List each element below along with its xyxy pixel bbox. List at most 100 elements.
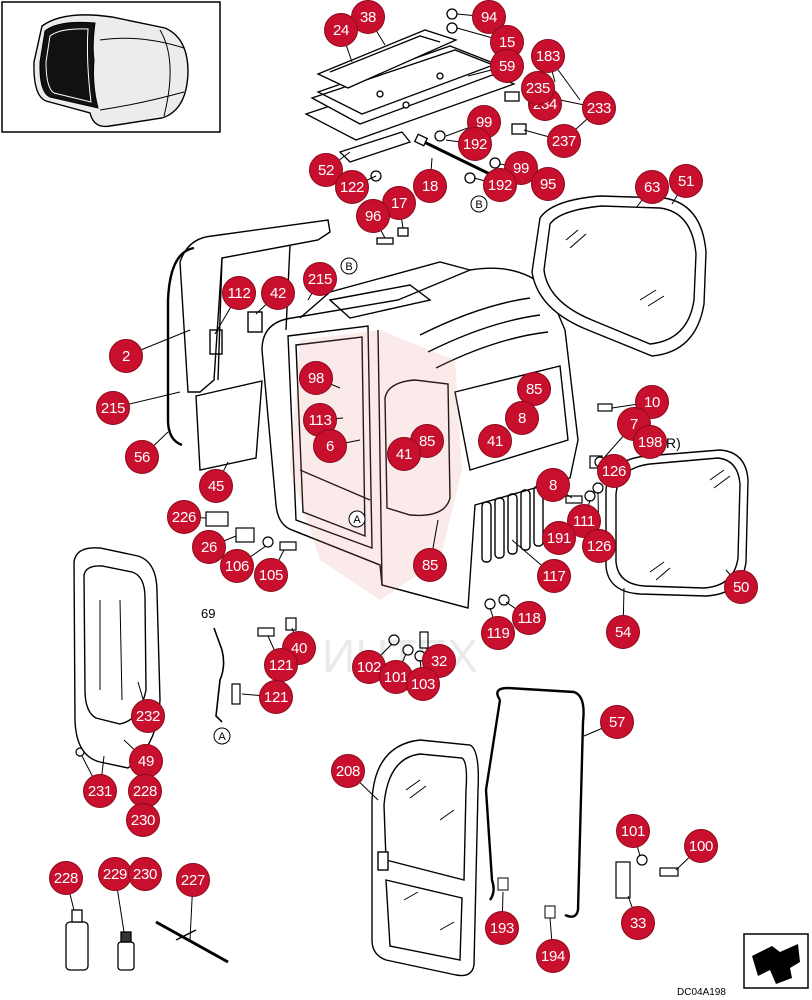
bracket-226 — [205, 511, 229, 527]
roof-hatch-assembly — [304, 8, 527, 245]
callout-226: 226 — [167, 500, 201, 534]
side-note: R) — [666, 435, 681, 451]
latch-237 — [511, 123, 527, 135]
bolt-121b — [231, 683, 241, 705]
callout-233: 233 — [582, 91, 616, 125]
callout-231: 231 — [83, 774, 117, 808]
callout-57: 57 — [600, 705, 634, 739]
washer-94 — [446, 8, 458, 20]
washer-126b — [592, 482, 604, 494]
side-window-51-63 — [531, 195, 707, 357]
washer-102 — [388, 634, 400, 646]
ref-letter: B — [475, 199, 482, 211]
ref-marker-a1: A — [348, 510, 366, 528]
bottle-228 — [65, 909, 89, 971]
callout-52: 52 — [309, 153, 343, 187]
callout-119: 119 — [481, 616, 515, 650]
left-door-232-49 — [73, 547, 161, 769]
callout-229: 229 — [98, 857, 132, 891]
hinge-33 — [615, 854, 679, 899]
hatch-plate-52 — [338, 131, 412, 163]
door-seal-57 — [484, 686, 585, 918]
callout-121: 121 — [259, 680, 293, 714]
callout-237: 237 — [547, 124, 581, 158]
bolt-105 — [279, 541, 297, 551]
callout-215: 215 — [96, 391, 130, 425]
callout-228: 228 — [128, 774, 162, 808]
door-handle — [377, 851, 389, 871]
callout-121: 121 — [264, 648, 298, 682]
callout-54: 54 — [606, 615, 640, 649]
callout-101: 101 — [379, 660, 413, 694]
handle-42 — [247, 311, 263, 333]
main-door-208 — [371, 739, 480, 977]
bottle-229 — [117, 931, 135, 971]
callout-50: 50 — [724, 570, 758, 604]
ref-marker-b1: B — [470, 195, 488, 213]
rear-window-50-54 — [605, 449, 749, 597]
bolt-10 — [597, 403, 613, 412]
washer-111 — [584, 490, 596, 502]
tool-227 — [155, 920, 229, 964]
callout-192: 192 — [483, 168, 517, 202]
washer-119 — [484, 598, 496, 610]
callout-232: 232 — [131, 699, 165, 733]
callout-56: 56 — [125, 440, 159, 474]
bolt-17 — [397, 227, 409, 237]
callout-198: 198 — [633, 425, 667, 459]
washer-99 — [489, 157, 501, 169]
rear-door-opening — [384, 379, 451, 517]
callout-106: 106 — [220, 549, 254, 583]
callout-183: 183 — [531, 39, 565, 73]
callout-59: 59 — [490, 49, 524, 83]
clip-194 — [544, 905, 556, 919]
callout-98: 98 — [299, 361, 333, 395]
callout-45: 45 — [199, 469, 233, 503]
cab-roof-edge — [299, 261, 471, 319]
callout-126: 126 — [597, 454, 631, 488]
callout-2: 2 — [109, 339, 143, 373]
figure-code: DC04A198 — [677, 987, 726, 998]
callout-228: 228 — [49, 861, 83, 895]
latch-112 — [209, 329, 223, 355]
washer-192a — [434, 130, 446, 142]
callout-26: 26 — [192, 530, 226, 564]
callout-33: 33 — [621, 906, 655, 940]
callout-235: 235 — [521, 71, 555, 105]
callout-194: 194 — [536, 939, 570, 973]
door-seal-56 — [166, 246, 195, 447]
callout-101: 101 — [616, 814, 650, 848]
ref-letter: A — [218, 731, 226, 743]
callout-100: 100 — [684, 829, 718, 863]
callout-85: 85 — [517, 372, 551, 406]
callout-24: 24 — [324, 13, 358, 47]
callout-42: 42 — [261, 276, 295, 310]
ref-letter: A — [353, 514, 361, 526]
ref-letter: B — [345, 261, 352, 273]
callout-8: 8 — [505, 401, 539, 435]
callout-95: 95 — [531, 167, 565, 201]
roof-hatch-opening — [328, 284, 432, 319]
callout-230: 230 — [126, 803, 160, 837]
callout-96: 96 — [356, 199, 390, 233]
callout-191: 191 — [542, 521, 576, 555]
front-opening — [287, 325, 373, 550]
bolt-191 — [565, 495, 583, 504]
part-label-69: 69 — [201, 606, 215, 621]
callout-117: 117 — [537, 559, 571, 593]
callout-227: 227 — [176, 863, 210, 897]
callout-215: 215 — [303, 262, 337, 296]
bolt-96 — [376, 237, 394, 245]
door-glass-45 — [195, 380, 263, 471]
callout-41: 41 — [387, 437, 421, 471]
callout-208: 208 — [331, 754, 365, 788]
cable-69 — [213, 627, 225, 723]
washer-101 — [402, 644, 414, 656]
direction-arrow-icon — [743, 933, 809, 989]
callout-193: 193 — [485, 911, 519, 945]
inset-seat-cover — [1, 1, 221, 133]
front-opening-inner — [295, 336, 366, 538]
bolt-121a — [257, 627, 275, 637]
hatch-lid — [316, 29, 458, 89]
watermark-logo — [290, 330, 462, 600]
